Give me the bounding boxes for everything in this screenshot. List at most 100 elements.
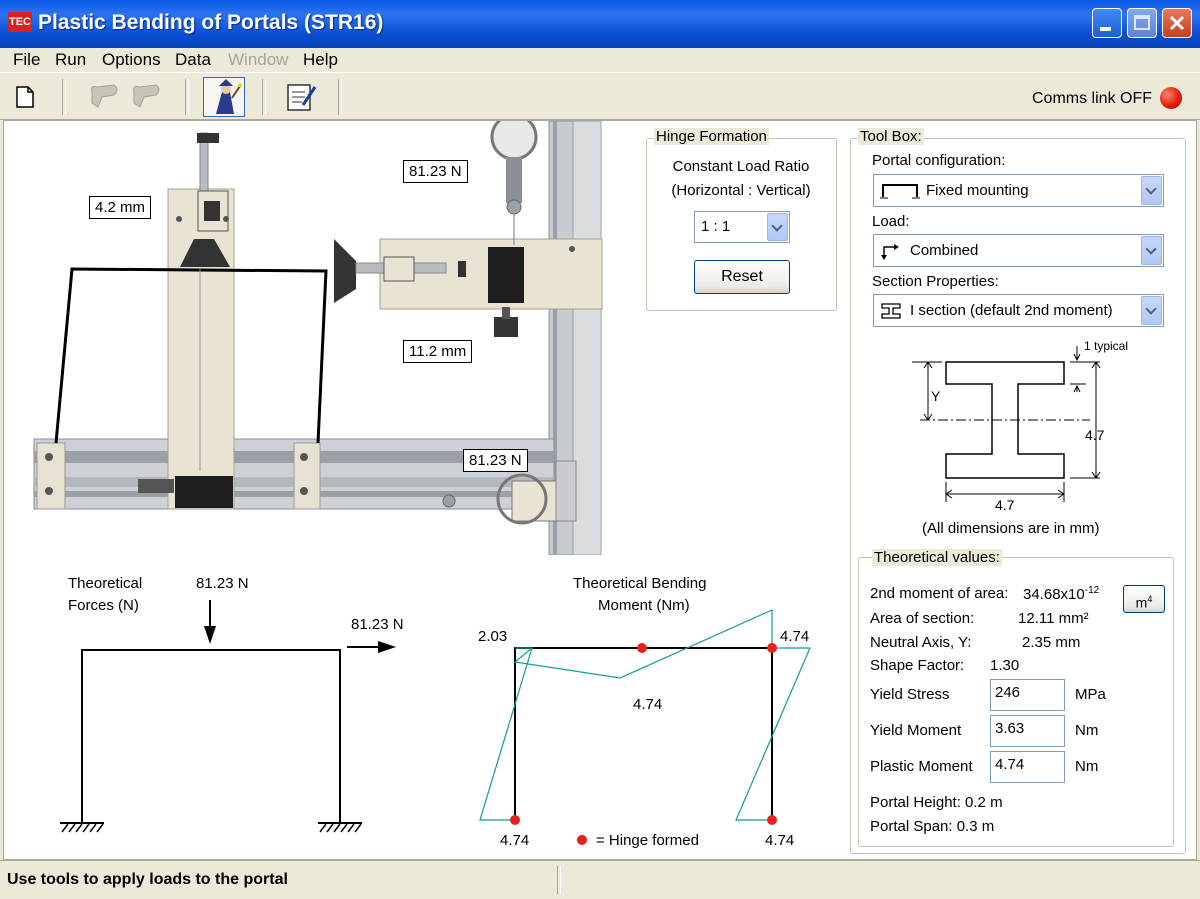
- load-ratio-label: Constant Load Ratio: [672, 158, 810, 175]
- minimize-button[interactable]: [1092, 8, 1122, 38]
- theoretical-values-title: Theoretical values:: [872, 549, 1002, 566]
- theoretical-values-group: [858, 557, 1174, 847]
- maximize-icon: [1134, 15, 1150, 30]
- chevron-down-icon[interactable]: [767, 213, 788, 241]
- plastic-moment-input[interactable]: 4.74: [990, 751, 1065, 783]
- moment-bottom-right-value: 4.74: [765, 832, 795, 849]
- vertical-displacement-readout: 4.2 mm: [89, 196, 152, 219]
- wizard-icon: [216, 79, 242, 114]
- neutral-axis-value: 2.35 mm: [1022, 634, 1081, 651]
- maximize-button[interactable]: [1127, 8, 1157, 38]
- menu-options[interactable]: Options: [102, 50, 161, 69]
- top-load-readout: 81.23 N: [403, 160, 468, 183]
- portal-config-label: Portal configuration:: [872, 152, 1006, 169]
- status-bar: [0, 860, 1200, 899]
- shape-factor-label: Shape Factor:: [870, 657, 965, 674]
- moment-top-right-value: 4.74: [780, 628, 810, 645]
- reset-button[interactable]: Reset: [694, 260, 790, 294]
- title-bar: [0, 0, 1200, 48]
- area-value: 12.11 mm²: [1018, 610, 1089, 627]
- section-height-label: 4.7: [1085, 427, 1105, 443]
- chevron-down-icon[interactable]: [1141, 296, 1162, 325]
- test-rig-illustration: [33, 121, 603, 555]
- section-properties-value: I section (default 2nd moment): [910, 302, 1113, 319]
- load-ratio-select[interactable]: 1 : 1: [694, 211, 790, 243]
- dimensions-note: (All dimensions are in mm): [922, 520, 1100, 537]
- minimize-icon: [1100, 27, 1111, 31]
- portal-span-label: Portal Span: 0.3 m: [870, 818, 995, 835]
- i-section-diagram: [912, 346, 1101, 502]
- section-width-label: 4.7: [995, 497, 1015, 513]
- yield-moment-label: Yield Moment: [870, 722, 962, 739]
- i-section-icon: [881, 303, 901, 319]
- window-title: Plastic Bending of Portals (STR16): [38, 11, 384, 34]
- comms-status-led-icon: [1160, 87, 1182, 109]
- neutral-axis-label: Neutral Axis, Y:: [870, 634, 972, 651]
- yield-stress-input[interactable]: 246: [990, 679, 1065, 711]
- moment-title-line-1: Theoretical Bending: [573, 575, 707, 592]
- close-icon: [1169, 15, 1185, 31]
- plastic-moment-unit: Nm: [1075, 758, 1099, 775]
- fixed-portal-icon: [880, 184, 920, 199]
- report-icon[interactable]: [285, 81, 317, 113]
- menu-window: Window: [228, 50, 289, 69]
- toolbox-title: Tool Box:: [858, 128, 924, 145]
- wizard-button[interactable]: [203, 77, 245, 117]
- yield-moment-input[interactable]: 3.63: [990, 715, 1065, 747]
- flange-thickness-label: 1 typical: [1084, 339, 1129, 353]
- portal-config-value: Fixed mounting: [926, 182, 1029, 199]
- close-button[interactable]: [1162, 8, 1192, 38]
- area-label: Area of section:: [870, 610, 975, 627]
- yield-stress-unit: MPa: [1075, 686, 1106, 703]
- portal-config-select[interactable]: Fixed mounting: [873, 174, 1164, 207]
- reduce-load-icon: [91, 84, 118, 108]
- new-file-icon[interactable]: [14, 85, 36, 109]
- neutral-axis-dimension-label: Y: [931, 388, 941, 404]
- load-select[interactable]: Combined: [873, 234, 1164, 267]
- toolbar: [0, 72, 1200, 120]
- plastic-moment-label: Plastic Moment: [870, 758, 973, 775]
- side-load-readout: 81.23 N: [463, 449, 528, 472]
- status-message: Use tools to apply loads to the portal: [7, 871, 288, 888]
- bending-moment-diagram: [479, 609, 811, 840]
- theoretical-forces-diagram: [60, 600, 396, 833]
- hinge-legend-marker-icon: [577, 835, 587, 845]
- hinge-formation-title: Hinge Formation: [654, 128, 769, 145]
- load-ratio-value: 1 : 1: [701, 218, 731, 235]
- increase-load-icon: [133, 84, 160, 108]
- status-separator: [557, 866, 561, 894]
- menu-help[interactable]: Help: [303, 50, 338, 69]
- forces-title-line-2: Forces (N): [68, 597, 139, 614]
- forces-title-line-1: Theoretical: [68, 575, 143, 592]
- portal-height-label: Portal Height: 0.2 m: [870, 794, 1003, 811]
- menu-bar: File Run Options Data Window Help: [0, 48, 1200, 72]
- load-label: Load:: [872, 213, 910, 230]
- menu-data[interactable]: Data: [175, 50, 211, 69]
- moment-mid-value: 4.74: [633, 696, 663, 713]
- load-value: Combined: [910, 242, 979, 259]
- combined-load-icon: [881, 244, 899, 260]
- app-logo-icon: TEC: [8, 12, 32, 32]
- chevron-down-icon[interactable]: [1141, 236, 1162, 265]
- chevron-down-icon[interactable]: [1141, 176, 1162, 205]
- moment-title-line-2: Moment (Nm): [598, 597, 690, 614]
- moment-top-left-value: 2.03: [478, 628, 508, 645]
- menu-run[interactable]: Run: [55, 50, 87, 69]
- shape-factor-value: 1.30: [990, 657, 1020, 674]
- load-ratio-sublabel: (Horizontal : Vertical): [671, 182, 811, 199]
- horizontal-displacement-readout: 11.2 mm: [403, 340, 473, 363]
- toolbox-group: [850, 138, 1186, 854]
- moment-bottom-left-value: 4.74: [500, 832, 530, 849]
- units-button[interactable]: m4: [1123, 585, 1165, 613]
- yield-stress-label: Yield Stress: [870, 686, 950, 703]
- horizontal-force-value: 81.23 N: [351, 616, 404, 633]
- hinge-legend-label: = Hinge formed: [596, 832, 699, 849]
- second-moment-label: 2nd moment of area:: [870, 585, 1009, 602]
- second-moment-value: 34.68x10-12: [1023, 585, 1100, 603]
- comms-status-label: Comms link OFF: [1032, 90, 1152, 107]
- yield-moment-unit: Nm: [1075, 722, 1099, 739]
- section-properties-select[interactable]: I section (default 2nd moment): [873, 294, 1164, 327]
- section-properties-label: Section Properties:: [872, 273, 999, 290]
- menu-file[interactable]: File: [13, 50, 41, 69]
- vertical-force-value: 81.23 N: [196, 575, 249, 592]
